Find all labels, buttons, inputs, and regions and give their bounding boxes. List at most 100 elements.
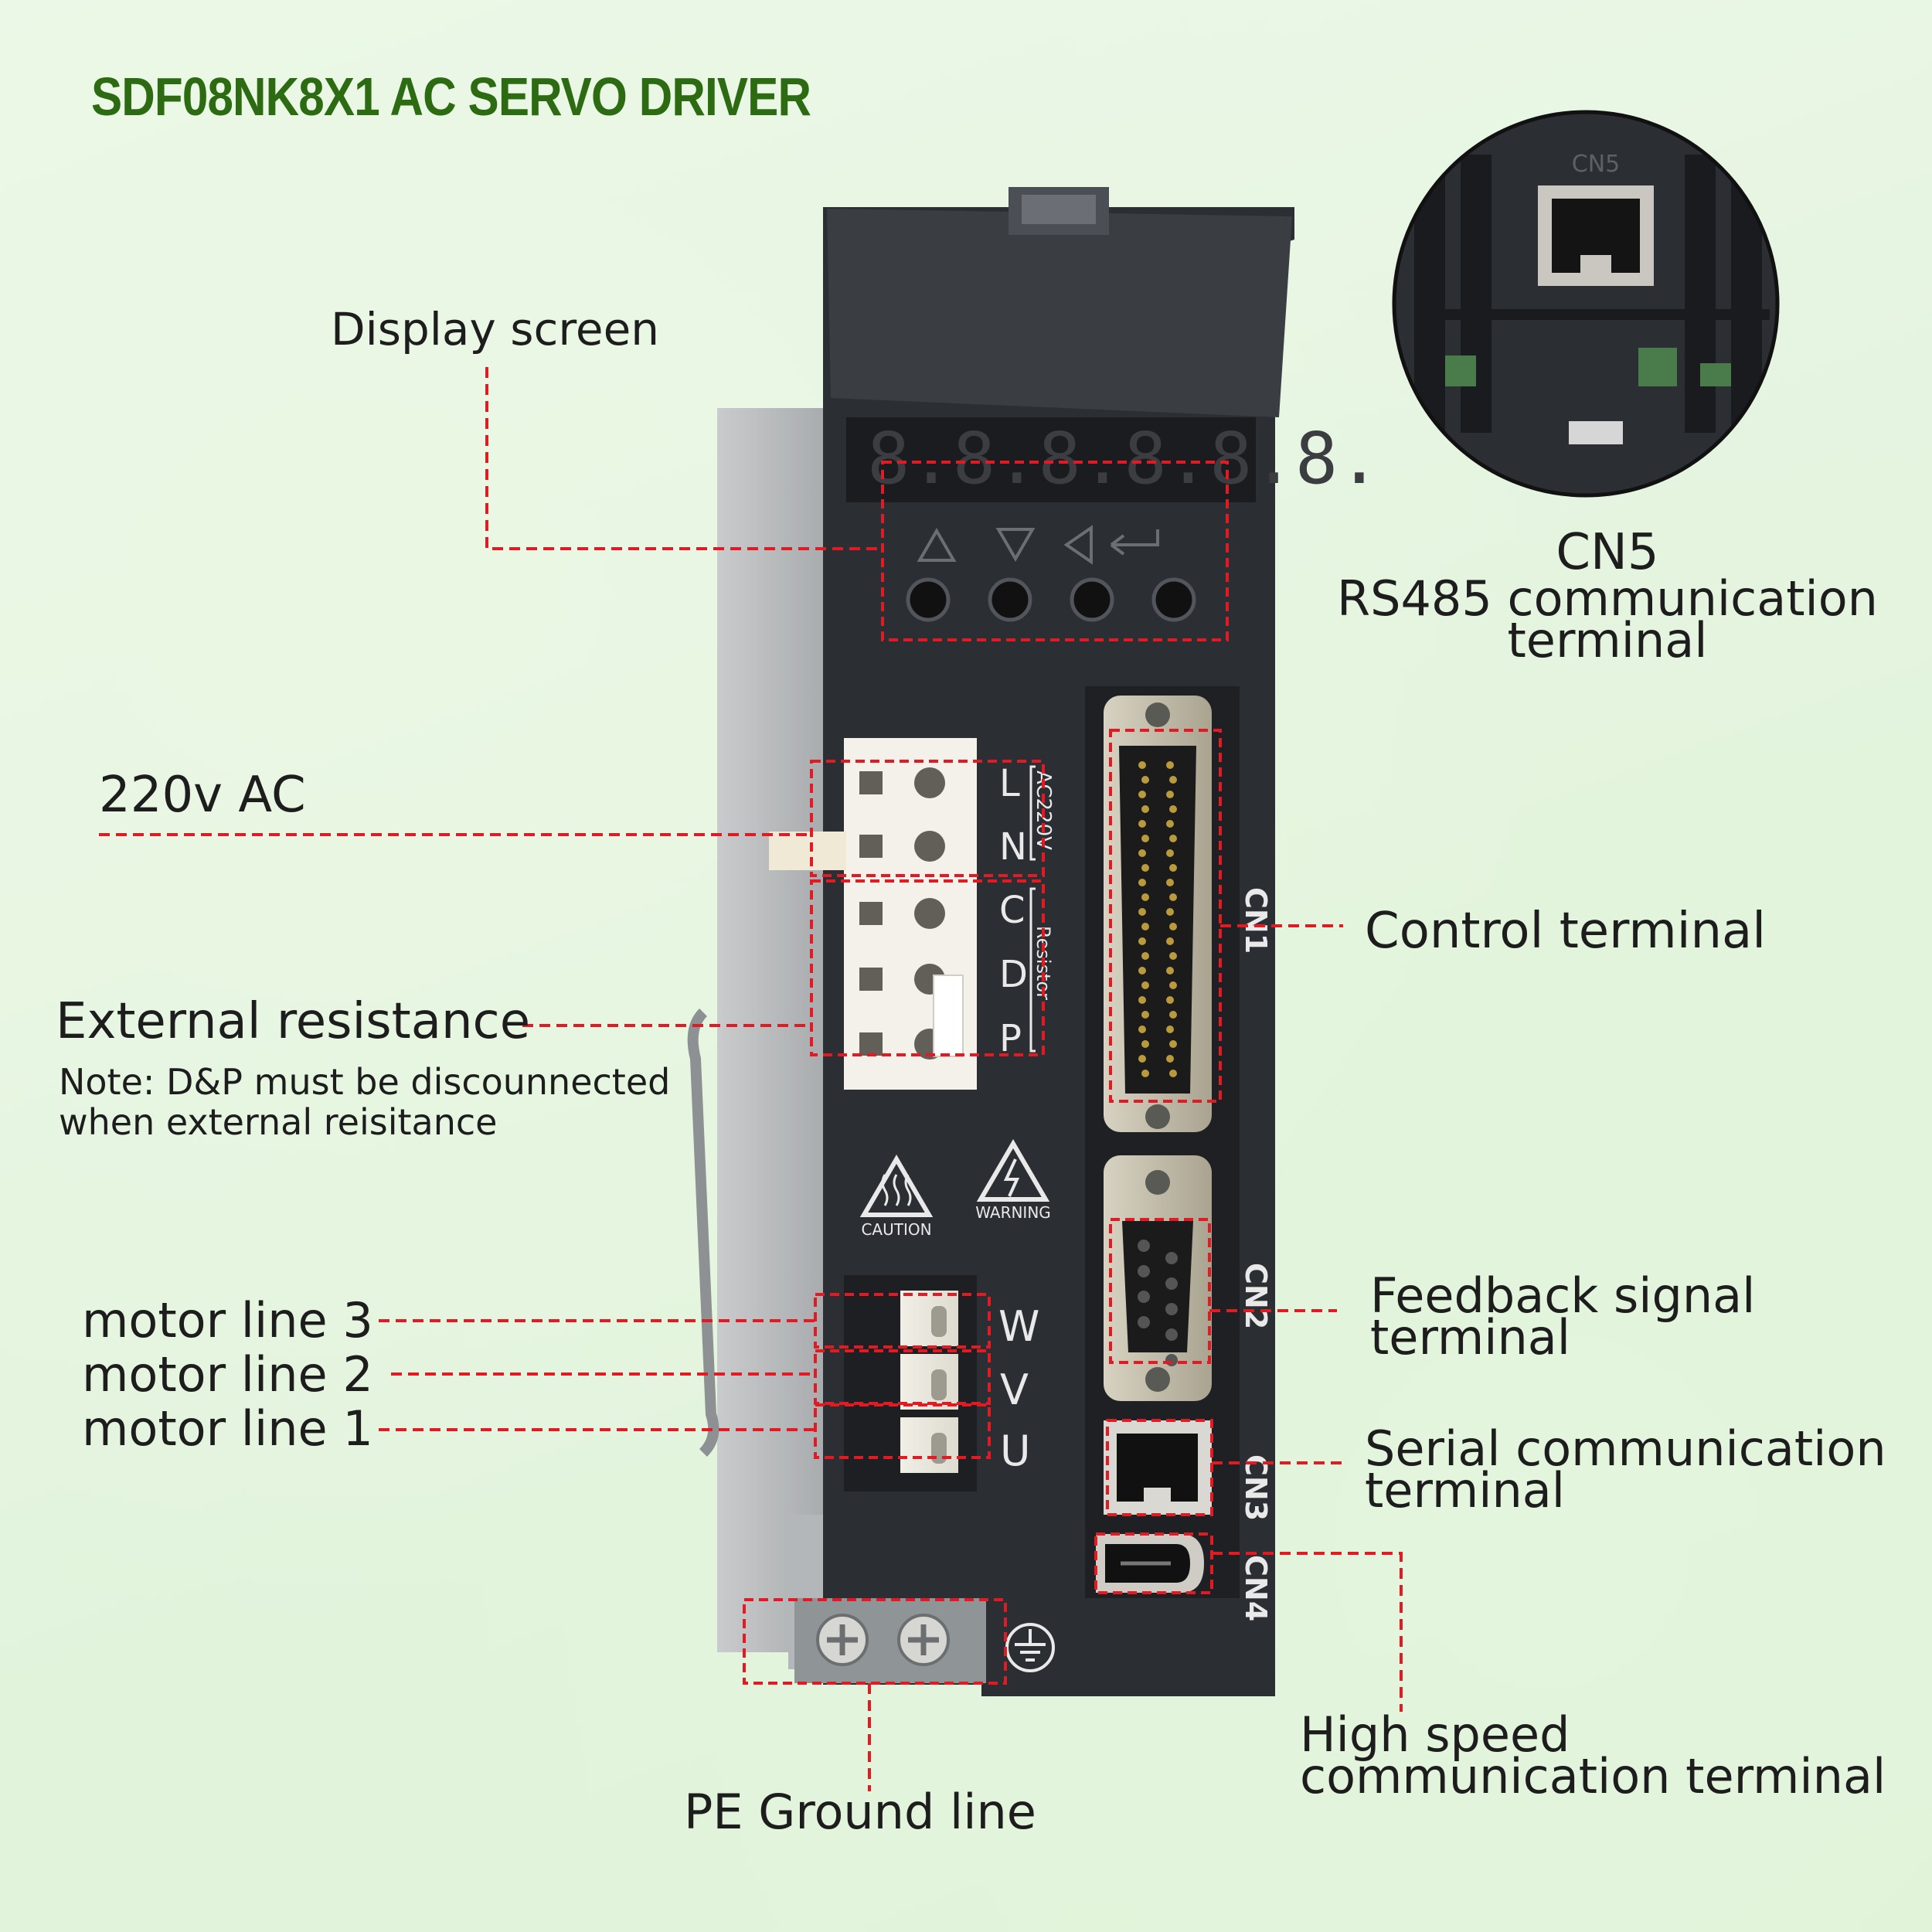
cn1-pin — [1138, 820, 1146, 828]
label-serial-line1: Serial communication — [1365, 1420, 1886, 1477]
cn1-pin — [1141, 864, 1149, 872]
cn1-pin — [1138, 761, 1146, 769]
cn1-pin — [1169, 893, 1177, 901]
motor-terminal-plugs — [900, 1291, 958, 1473]
label-note-line2: when external reisitance — [59, 1101, 498, 1143]
label-high-speed-line2: communication terminal — [1300, 1748, 1886, 1804]
label-feedback: Feedback signal terminal — [1370, 1267, 1756, 1366]
cn1-pin — [1166, 761, 1174, 769]
label-control-terminal: Control terminal — [1365, 903, 1767, 960]
cn1-pin — [1141, 776, 1149, 784]
cn1-pin — [1166, 849, 1174, 857]
cn1-pin — [1166, 996, 1174, 1004]
motor-terminal-letters: W V U — [998, 1302, 1039, 1475]
cn1-pin — [1138, 908, 1146, 916]
label-serial: Serial communication terminal — [1365, 1420, 1886, 1519]
cn1-pin — [1141, 1070, 1149, 1077]
label-cn5: CN5 RS485 communication terminal — [1329, 524, 1886, 668]
cn1-pin — [1166, 967, 1174, 975]
cn1-pin — [1138, 937, 1146, 945]
label-feedback-line1: Feedback signal — [1370, 1267, 1756, 1324]
led-display — [846, 417, 1256, 502]
caution-text: CAUTION — [861, 1220, 931, 1239]
cn1-pin — [1166, 937, 1174, 945]
cn1-pin — [1169, 805, 1177, 813]
label-cn5-line1: RS485 communication — [1337, 570, 1878, 627]
cn1-pin — [1138, 879, 1146, 886]
label-motor-line-2: motor line 2 — [82, 1346, 373, 1403]
label-220v-ac: 220v AC — [99, 767, 306, 824]
cn1-pin — [1166, 791, 1174, 798]
terminal-n: N — [999, 825, 1027, 869]
cn1-pin — [1138, 1026, 1146, 1033]
terminal-v: V — [1000, 1366, 1029, 1414]
warning-icon: WARNING — [975, 1139, 1051, 1222]
power-terminal-letters: L N C D P — [999, 762, 1028, 1060]
label-motor-line-3: motor line 3 — [82, 1292, 373, 1349]
label-note-line1: Note: D&P must be discounnected — [59, 1061, 671, 1103]
cn1-pin — [1166, 1026, 1174, 1033]
cn1-pin — [1141, 952, 1149, 960]
cn1-pin — [1141, 923, 1149, 930]
cn1-label: CN1 — [1239, 887, 1273, 954]
annotation-lines — [99, 367, 1403, 1791]
cn1-pin — [1166, 908, 1174, 916]
label-cn5-title: CN5 — [1556, 524, 1659, 581]
cn5-inset-photo: CN5 — [1392, 110, 1780, 498]
cn1-pin — [1169, 1040, 1177, 1048]
ground-screws — [816, 1614, 950, 1666]
cn1-pin — [1166, 879, 1174, 886]
cn1-pin — [1141, 835, 1149, 842]
cn1-pin — [1169, 1011, 1177, 1019]
cn1-pin — [1141, 1011, 1149, 1019]
cn1-pin — [1166, 820, 1174, 828]
led-digits: 8.8.8.8.8.8. — [867, 417, 1381, 500]
warning-text: WARNING — [975, 1203, 1051, 1222]
cn1-pin — [1138, 849, 1146, 857]
cn1-pin — [1138, 791, 1146, 798]
label-display-screen: Display screen — [331, 303, 660, 355]
terminal-c: C — [999, 889, 1026, 932]
heatsink — [717, 408, 833, 1652]
cn3-label: CN3 — [1239, 1454, 1273, 1521]
terminal-u: U — [1000, 1427, 1031, 1475]
front-buttons — [906, 577, 1196, 622]
page-title: SDF08NK8X1 AC SERVO DRIVER — [91, 66, 811, 127]
label-motor-line-1: motor line 1 — [82, 1400, 373, 1457]
cn2-label: CN2 — [1239, 1263, 1273, 1329]
cn1-connector — [1104, 696, 1212, 1132]
cn1-pin — [1138, 967, 1146, 975]
label-feedback-line2: terminal — [1370, 1309, 1570, 1366]
label-high-speed-line1: High speed — [1300, 1706, 1570, 1763]
label-serial-line2: terminal — [1365, 1462, 1565, 1519]
cn5-inset-label: CN5 — [1572, 151, 1620, 178]
label-external-resistance: External resistance — [56, 993, 531, 1050]
cn1-pin — [1141, 805, 1149, 813]
cn1-pin — [1138, 1055, 1146, 1063]
cn3-connector — [1104, 1420, 1212, 1515]
cn1-pin — [1169, 864, 1177, 872]
cn1-pin — [1138, 996, 1146, 1004]
cn1-pin — [1169, 1070, 1177, 1077]
cn1-pin — [1141, 893, 1149, 901]
cn1-pin — [1169, 835, 1177, 842]
terminal-w: W — [998, 1302, 1039, 1351]
cn4-label: CN4 — [1239, 1555, 1273, 1621]
cn4-connector — [1096, 1534, 1204, 1593]
terminal-d: D — [999, 953, 1028, 996]
key-symbols — [917, 525, 1159, 565]
label-pe-ground-line: PE Ground line — [684, 1784, 1036, 1840]
caution-icon: CAUTION — [859, 1155, 934, 1239]
cn1-pin — [1169, 923, 1177, 930]
label-high-speed: High speed communication terminal — [1300, 1706, 1886, 1804]
cn1-pin — [1141, 981, 1149, 989]
cn1-pin — [1169, 981, 1177, 989]
cn1-pin — [1166, 1055, 1174, 1063]
cn2-connector — [1104, 1155, 1212, 1401]
terminal-p: P — [999, 1017, 1022, 1060]
power-terminal-holes — [859, 767, 945, 1060]
cn1-pin — [1169, 776, 1177, 784]
label-cn5-line2: terminal — [1507, 612, 1708, 668]
cn1-pin — [1169, 952, 1177, 960]
